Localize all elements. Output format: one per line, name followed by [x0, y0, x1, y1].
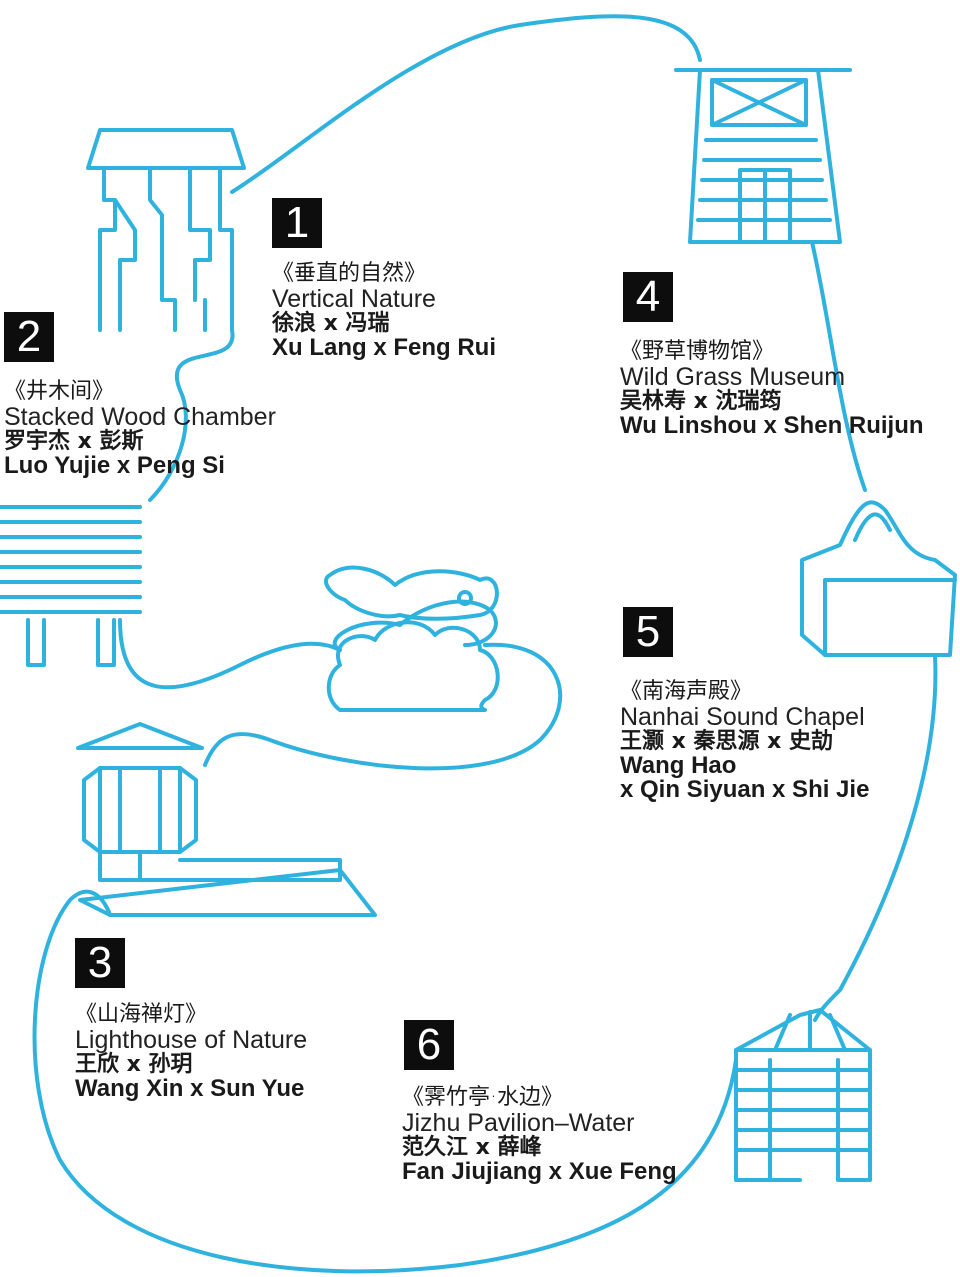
stop-caption-2: 《井木间》 Stacked Wood Chamber 罗宇杰 x 彭斯 Luo …: [4, 380, 276, 478]
stop-caption-5: 《南海声殿》 Nanhai Sound Chapel 王灏 x 秦思源 x 史劼…: [620, 680, 869, 802]
sound-chapel-icon: [800, 500, 957, 657]
stop-title-en: Jizhu Pavilion–Water: [402, 1109, 635, 1137]
stop-title-zh: 《霁竹亭·水边》: [402, 1085, 563, 1110]
stop-number-2: 2: [4, 312, 54, 362]
stop-title-en: Lighthouse of Nature: [75, 1026, 308, 1054]
fish-cloud-icon: [324, 565, 500, 712]
stop-number-4: 4: [623, 272, 673, 322]
stop-title-en: Vertical Nature: [272, 285, 436, 313]
stop-artists-en: Xu Lang x Feng Rui: [272, 334, 497, 361]
stop-artists-zh: 吴林寿 x 沈瑞筠: [620, 389, 782, 414]
jizhu-pavilion-icon: [734, 1008, 872, 1182]
route-path: [230, 14, 702, 194]
stop-title-zh: 《野草博物馆》: [620, 339, 775, 364]
stop-caption-6: 《霁竹亭·水边》 Jizhu Pavilion–Water 范久江 x 薛峰 F…: [402, 1086, 677, 1184]
route-path-5-to-6: [813, 653, 938, 1022]
wild-grass-museum-icon: [674, 68, 852, 244]
stop-number-1: 1: [272, 198, 322, 248]
stop-caption-4: 《野草博物馆》 Wild Grass Museum 吴林寿 x 沈瑞筠 Wu L…: [620, 340, 924, 438]
stop-caption-3: 《山海禅灯》 Lighthouse of Nature 王欣 x 孙玥 Wang…: [75, 1003, 307, 1101]
stop-artists-en: Wang Xin x Sun Yue: [75, 1075, 305, 1102]
route-path-fish-loop: [203, 642, 563, 771]
route-path-2-to-fish: [118, 618, 342, 690]
stop-artists-en: Fan Jiujiang x Xue Feng: [402, 1158, 677, 1185]
stop-title-zh: 《山海禅灯》: [75, 1002, 208, 1027]
stop-title-en: Stacked Wood Chamber: [4, 403, 276, 431]
vertical-nature-icon: [86, 128, 246, 332]
stop-artists-zh: 王欣 x 孙玥: [75, 1052, 193, 1077]
stop-title-en: Nanhai Sound Chapel: [620, 703, 865, 731]
stop-number-6: 6: [404, 1020, 454, 1070]
stop-title-zh: 《南海声殿》: [620, 679, 753, 704]
route-path-6-bottom: [32, 889, 738, 1274]
stop-title-en: Wild Grass Museum: [620, 363, 846, 391]
stop-artists-zh: 范久江 x 薛峰: [402, 1135, 542, 1160]
stop-artists-zh: 徐浪 x 冯瑞: [272, 311, 390, 336]
stop-title-zh: 《井木间》: [4, 379, 115, 404]
stop-artists-zh: 王灏 x 秦思源 x 史劼: [620, 729, 834, 754]
stop-number-3: 3: [75, 938, 125, 988]
stop-artists-en: Luo Yujie x Peng Si: [4, 452, 225, 479]
stop-caption-1: 《垂直的自然》 Vertical Nature 徐浪 x 冯瑞 Xu Lang …: [272, 262, 496, 360]
route-path-to-4: [810, 240, 867, 492]
route-path-1-to-2: [148, 328, 235, 502]
stop-number-5: 5: [623, 607, 673, 657]
stop-artists-zh: 罗宇杰 x 彭斯: [4, 429, 144, 454]
stop-artists-en-line-2: x Qin Siyuan x Shi Jie: [620, 776, 870, 803]
stop-artists-en: Wu Linshou x Shen Ruijun: [620, 412, 924, 439]
stop-artists-en-line-1: Wang Hao: [620, 752, 737, 779]
stacked-wood-icon: [0, 505, 142, 667]
stop-title-zh: 《垂直的自然》: [272, 261, 427, 286]
lighthouse-icon: [76, 722, 377, 917]
